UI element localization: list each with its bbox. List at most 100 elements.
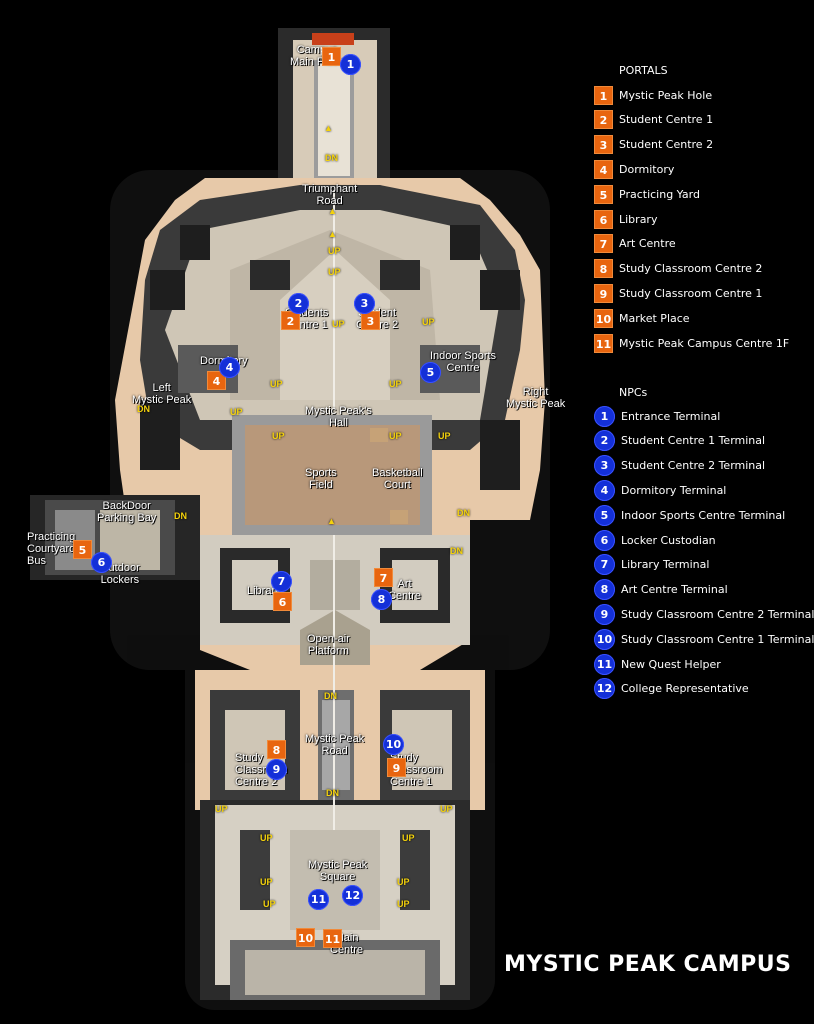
map-title: MYSTIC PEAK CAMPUS <box>504 952 792 977</box>
legend-npc-row: 10 Study Classroom Centre 1 Terminal <box>594 628 814 650</box>
map-portal-9[interactable]: 9 <box>387 758 406 777</box>
arrow-up: UP <box>328 246 341 256</box>
map-label-backdoor-parking: BackDoor Parking Bay <box>97 500 157 524</box>
map-npc-5[interactable]: 5 <box>420 362 441 383</box>
legend-portal-label: Library <box>619 212 658 226</box>
legend-npc-marker: 9 <box>594 603 615 625</box>
legend-portal-row: 7 Art Centre <box>594 234 676 254</box>
map-label-open-air-platform: Open-air Platform <box>307 633 350 657</box>
legend-portal-label: Student Centre 2 <box>619 138 714 152</box>
map-portal-8[interactable]: 8 <box>267 740 286 759</box>
legend-portal-label: Student Centre 1 <box>619 113 714 127</box>
arrow-up: UP <box>422 317 435 327</box>
legend-npc-label: Student Centre 2 Terminal <box>621 459 766 473</box>
arrow-up: UP <box>230 407 243 417</box>
arrow-up: UP <box>440 804 453 814</box>
arrow-up: ▲ <box>328 229 337 239</box>
map-label-triumphant-road: Triumphant Road <box>302 183 358 207</box>
map-npc-2[interactable]: 2 <box>288 293 309 314</box>
legend-npc-label: Student Centre 1 Terminal <box>621 434 766 448</box>
map-label-practicing-courtyard: Practicing Courtyard Bus <box>27 531 76 567</box>
arrow-dn: DN <box>325 153 338 163</box>
map-portal-2[interactable]: 2 <box>281 311 300 330</box>
legend-npcs-title: NPCs <box>619 386 648 399</box>
map-label-indoor-sports: Indoor Sports Centre <box>430 350 497 374</box>
map-npc-6[interactable]: 6 <box>91 552 112 573</box>
legend-portal-label: Study Classroom Centre 1 <box>619 286 763 300</box>
map-npc-4[interactable]: 4 <box>219 357 240 378</box>
arrow-up: UP <box>389 379 402 389</box>
legend-npc-marker: 4 <box>594 479 615 501</box>
legend-npc-marker: 3 <box>594 455 615 477</box>
arrow-up: UP <box>328 267 341 277</box>
map-npc-11[interactable]: 11 <box>308 889 329 910</box>
map-label-library: Library <box>247 585 281 597</box>
legend-portal-marker: 7 <box>594 234 613 254</box>
legend-npc-label: Art Centre Terminal <box>621 583 728 597</box>
legend-npc-marker: 5 <box>594 504 615 526</box>
arrow-up: UP <box>260 833 273 843</box>
legend-npc-label: Locker Custodian <box>621 533 716 547</box>
map-npc-7[interactable]: 7 <box>271 571 292 592</box>
legend-portal-marker: 1 <box>594 85 613 105</box>
map-npc-9[interactable]: 9 <box>266 759 287 780</box>
entrance-corridor <box>278 28 390 180</box>
arrow-up: ▲ <box>324 123 333 133</box>
arrow-up: UP <box>402 833 415 843</box>
legend-portal-label: Dormitory <box>619 162 675 176</box>
map-label-sports-field: Sports Field <box>305 467 337 491</box>
legend-npc-marker: 10 <box>594 628 615 650</box>
legend-portal-row: 4 Dormitory <box>594 159 674 179</box>
map-npc-3[interactable]: 3 <box>354 293 375 314</box>
map-npc-12[interactable]: 12 <box>342 885 363 906</box>
legend-portal-label: Practicing Yard <box>619 187 700 201</box>
arrow-dn: DN <box>137 404 150 414</box>
arrow-dn: DN <box>174 511 187 521</box>
map-label-left-mystic-peak: Left Mystic Peak <box>132 382 192 406</box>
map-npc-1[interactable]: 1 <box>340 54 361 75</box>
map-portal-1[interactable]: 1 <box>322 47 341 66</box>
arrow-dn: DN <box>324 691 337 701</box>
legend-npc-label: Entrance Terminal <box>621 409 721 423</box>
arrow-dn: DN <box>450 546 463 556</box>
sports-field-area <box>232 415 432 535</box>
map-label-right-mystic-peak: Right Mystic Peak <box>506 386 566 410</box>
legend-portal-row: 3 Student Centre 2 <box>594 135 713 155</box>
legend-portal-label: Art Centre <box>619 237 676 251</box>
legend-portal-label: Market Place <box>619 311 690 325</box>
legend-portal-marker: 4 <box>594 159 613 179</box>
map-portal-10[interactable]: 10 <box>296 928 315 947</box>
legend-portal-marker: 6 <box>594 209 613 229</box>
map-portal-5[interactable]: 5 <box>73 540 92 559</box>
bottom-square <box>200 800 470 1000</box>
map-npc-10[interactable]: 10 <box>383 734 404 755</box>
map-portal-4[interactable]: 4 <box>207 371 226 390</box>
legend-npc-marker: 7 <box>594 554 615 576</box>
legend-npc-row: 8 Art Centre Terminal <box>594 579 728 601</box>
legend-portal-marker: 3 <box>594 135 613 155</box>
map-portal-11[interactable]: 11 <box>323 929 342 948</box>
legend-npc-label: New Quest Helper <box>621 657 721 671</box>
arrow-up: UP <box>438 431 451 441</box>
legend-npc-label: College Representative <box>621 682 749 696</box>
legend-npc-label: Study Classroom Centre 1 Terminal <box>621 632 814 646</box>
map-npc-8[interactable]: 8 <box>371 589 392 610</box>
arrow-dn: DN <box>457 508 470 518</box>
legend-portal-row: 6 Library <box>594 209 657 229</box>
map-portal-6[interactable]: 6 <box>273 592 292 611</box>
map-label-mystic-peak-square: Mystic Peak Square <box>308 859 368 883</box>
legend-npc-marker: 8 <box>594 579 615 601</box>
legend-portal-marker: 8 <box>594 259 613 279</box>
legend-portal-label: Study Classroom Centre 2 <box>619 262 763 276</box>
map-portal-7[interactable]: 7 <box>374 568 393 587</box>
